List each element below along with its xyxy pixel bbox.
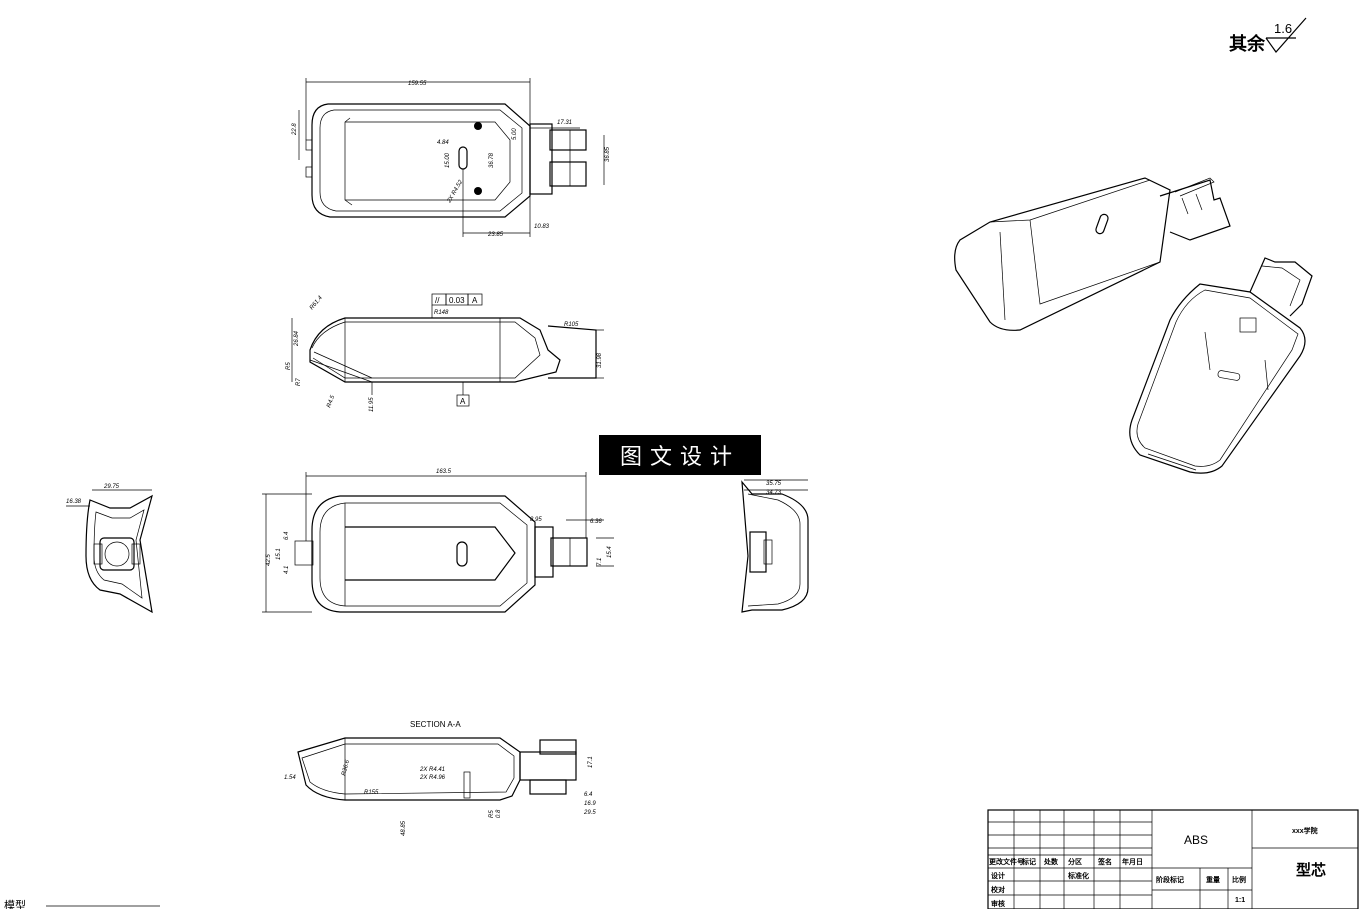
title-header-4: 签名 [1097, 857, 1112, 866]
side-dim-8: 26.84 [294, 330, 300, 347]
front-dim-1: 6.4 [284, 531, 290, 540]
section-dim-11: 17.1 [588, 756, 594, 768]
top-dim-8: 10.83 [534, 224, 550, 230]
title-weight-label: 重量 [1206, 875, 1220, 884]
front-dim-4: 8.95 [530, 517, 542, 523]
top-dim-0: 22.8 [292, 123, 298, 136]
top-view: 159.55 22.8 17.31 4.84 15.00 36.78 2X R4… [292, 78, 611, 238]
watermark-stamp: 图文设计 [599, 435, 761, 475]
section-dim-4: 2X R4.96 [419, 775, 446, 781]
top-dim-9: 23.85 [487, 232, 504, 238]
title-ratio-label: 比例 [1232, 875, 1246, 884]
top-dim-3: 15.00 [445, 152, 451, 168]
datum-label: A [460, 397, 466, 406]
title-scale: 1:1 [1235, 897, 1245, 904]
side-view: R5 R61.4 R148 R105 31.98 R7 R4.5 11.95 2… [286, 293, 604, 412]
bottom-fragment: 模型 [4, 898, 26, 909]
top-dim-6: 5.00 [512, 128, 518, 140]
title-block: 更改文件号 标记 处数 分区 签名 年月日 设计 标准化 校对 审核 ABS 阶… [987, 809, 1359, 909]
front-dim-5: 6.36 [590, 519, 602, 525]
section-view: SECTION A-A 1.54 R36.6 R155 2X R4.41 2X … [284, 720, 596, 836]
title-stage-label: 阶段标记 [1156, 875, 1184, 884]
section-dim-8: 6.4 [584, 792, 593, 798]
right-end-view: 35.75 34.73 [741, 479, 809, 613]
surface-finish-value: 1.6 [1274, 21, 1292, 36]
right-end-dim-0: 35.75 [766, 481, 782, 487]
side-dim-6: R4.5 [326, 394, 336, 409]
tolerance-value: 0.03 [449, 296, 465, 305]
title-row-design: 设计 [991, 871, 1005, 880]
title-row-review: 审核 [991, 899, 1005, 908]
watermark-text: 图文设计 [619, 445, 740, 470]
front-dim-0: 42.5 [266, 554, 272, 566]
side-dim-3: 31.98 [597, 352, 603, 368]
top-dim-1: 17.31 [557, 120, 572, 126]
section-dim-2: R155 [364, 790, 379, 796]
surface-finish-label: 其余 [1229, 33, 1266, 54]
title-company: xxx学院 [1292, 826, 1318, 835]
side-dim-5: R5 [286, 362, 292, 370]
left-end-dim-0: 29.75 [103, 484, 120, 490]
title-row-check: 校对 [991, 885, 1005, 894]
top-dim-2: 4.84 [437, 140, 449, 146]
section-dim-10: 29.5 [583, 810, 596, 816]
top-overall-dim: 159.55 [408, 81, 427, 87]
section-dim-3: 2X R4.41 [419, 767, 445, 773]
front-dim-3: 4.1 [284, 566, 290, 574]
title-part-type: 型芯 [1296, 861, 1326, 879]
front-overall-dim: 163.5 [436, 469, 452, 475]
title-header-3: 分区 [1068, 857, 1082, 866]
surface-finish-note: 其余 1.6 [1229, 17, 1307, 54]
front-dim-6: 15.4 [607, 546, 613, 558]
right-end-dim-1: 34.73 [766, 490, 782, 496]
side-dim-7: 11.95 [369, 397, 375, 412]
front-view: 42.5 163.5 6.4 15.1 4.1 8.95 6.36 15.4 7… [262, 469, 614, 613]
top-dim-7: 36.85 [605, 146, 611, 162]
left-end-dim-1: 16.38 [66, 499, 82, 505]
section-dim-6: R5 [489, 810, 495, 818]
section-dim-9: 16.9 [584, 801, 596, 807]
front-dim-2: 15.1 [276, 548, 282, 560]
front-dim-7: 7.1 [597, 558, 603, 566]
side-dim-2: R105 [564, 322, 579, 328]
top-dim-4: 36.78 [489, 152, 495, 168]
title-header-2: 处数 [1043, 857, 1059, 866]
left-end-view: 29.75 16.38 [66, 484, 153, 614]
isometric-view-bottom [1129, 257, 1313, 474]
isometric-view-top [954, 177, 1231, 331]
title-std-label: 标准化 [1067, 871, 1089, 880]
title-header-1: 标记 [1021, 857, 1036, 866]
title-header-0: 更改文件号 [989, 857, 1024, 866]
tolerance-symbol: // [435, 296, 440, 305]
surface-finish-icon [1265, 17, 1307, 53]
section-dim-1: R36.6 [341, 759, 351, 777]
section-dim-5: 48.85 [401, 820, 407, 836]
title-header-5: 年月日 [1122, 857, 1143, 866]
section-title: SECTION A-A [410, 720, 461, 729]
side-dim-0: R61.4 [309, 295, 324, 312]
side-dim-4: R7 [296, 378, 302, 386]
section-dim-0: 1.54 [284, 775, 296, 781]
section-dim-7: 0.8 [496, 809, 502, 818]
title-material: ABS [1184, 833, 1208, 847]
tolerance-datum: A [472, 296, 478, 305]
top-dim-5: 2X R4.52 [446, 179, 465, 205]
side-dim-1: R148 [434, 310, 449, 316]
